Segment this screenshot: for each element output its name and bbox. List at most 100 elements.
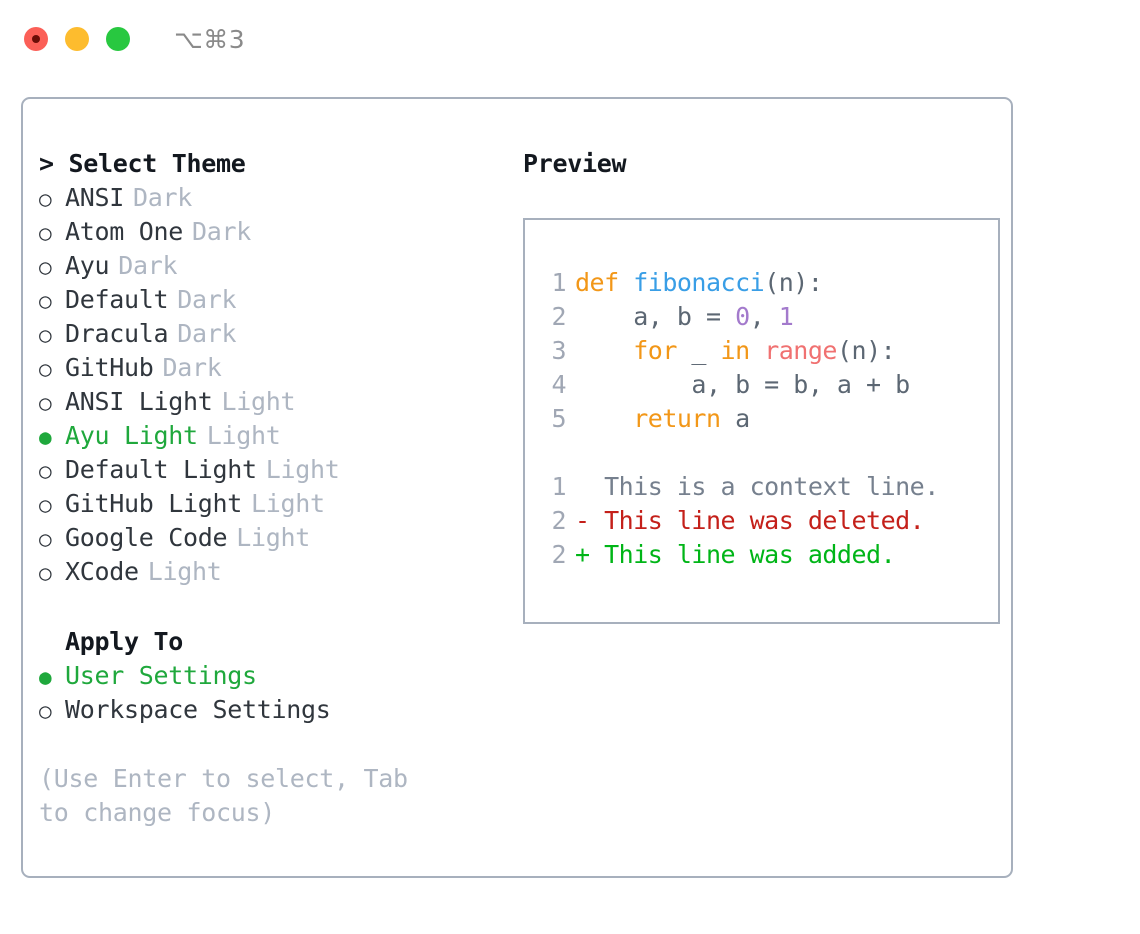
radio-icon: ○ xyxy=(39,187,52,211)
theme-name: Dracula xyxy=(65,319,169,348)
apply-to-label: User Settings xyxy=(65,661,257,690)
theme-option-ansi[interactable]: ○ ANSI Dark xyxy=(39,181,501,215)
radio-icon: ○ xyxy=(39,527,52,551)
list-spacer xyxy=(39,589,501,625)
theme-variant-tag: Dark xyxy=(118,251,178,280)
code-token-number: 1 xyxy=(778,302,794,331)
radio-icon: ○ xyxy=(39,391,52,415)
radio-icon: ○ xyxy=(39,323,52,347)
line-number: 4 xyxy=(551,370,566,399)
code-token-text xyxy=(575,334,633,368)
theme-name: ANSI Light xyxy=(65,387,213,416)
theme-option-github[interactable]: ○ GitHub Dark xyxy=(39,351,501,385)
code-line: 1 def fibonacci (n): xyxy=(543,266,998,300)
code-token-call: range xyxy=(764,336,837,365)
code-token-keyword: for xyxy=(633,336,677,365)
code-token-text: _ xyxy=(676,336,721,365)
theme-option-ansi-light[interactable]: ○ ANSI Light Light xyxy=(39,385,501,419)
code-token-text: , xyxy=(749,302,779,331)
diff-sign: - xyxy=(575,506,605,535)
theme-option-default[interactable]: ○ Default Dark xyxy=(39,283,501,317)
minimize-button[interactable] xyxy=(65,27,89,51)
theme-option-ayu[interactable]: ○ Ayu Dark xyxy=(39,249,501,283)
maximize-button[interactable] xyxy=(106,27,130,51)
code-token-function: fibonacci xyxy=(633,268,765,297)
code-token-keyword: in xyxy=(720,336,751,365)
theme-option-atom-one[interactable]: ○ Atom One Dark xyxy=(39,215,501,249)
code-token-number: 0 xyxy=(735,302,750,331)
apply-to-label: Workspace Settings xyxy=(65,695,331,724)
code-token-keyword: return xyxy=(633,404,721,433)
theme-list-panel: > Select Theme ○ ANSI Dark ○ Atom One Da… xyxy=(39,147,501,876)
apply-to-option-workspace-settings[interactable]: ○ Workspace Settings xyxy=(39,693,501,727)
code-token-text: (n): xyxy=(836,336,896,365)
preview-gap xyxy=(543,436,998,470)
line-number: 2 xyxy=(551,302,566,331)
radio-icon: ○ xyxy=(39,357,52,381)
theme-option-dracula[interactable]: ○ Dracula Dark xyxy=(39,317,501,351)
radio-selected-icon: ● xyxy=(39,665,52,689)
diff-text: This is a context line. xyxy=(604,472,939,501)
theme-variant-tag: Dark xyxy=(177,285,237,314)
theme-variant-tag: Light xyxy=(236,523,311,552)
theme-variant-tag: Light xyxy=(221,387,296,416)
line-number: 3 xyxy=(551,336,566,365)
theme-name: ANSI xyxy=(65,183,125,212)
theme-option-ayu-light[interactable]: ● Ayu Light Light xyxy=(39,419,501,453)
radio-icon: ○ xyxy=(39,699,52,723)
code-line: 3 for _ in range (n): xyxy=(543,334,998,368)
diff-line-context: 1 This is a context line. xyxy=(543,470,998,504)
code-token-text: a, b = xyxy=(575,302,736,331)
radio-icon: ○ xyxy=(39,255,52,279)
theme-name: GitHub Light xyxy=(65,489,243,518)
window-controls xyxy=(24,27,130,51)
line-number: 5 xyxy=(551,404,566,433)
theme-variant-tag: Dark xyxy=(192,217,252,246)
code-token-text: a, b = b, a + b xyxy=(575,370,910,399)
theme-selector-card: > Select Theme ○ ANSI Dark ○ Atom One Da… xyxy=(21,97,1013,878)
diff-text: This line was deleted. xyxy=(604,506,925,535)
code-token-keyword: def xyxy=(575,268,634,297)
theme-name: Default Light xyxy=(65,455,257,484)
theme-variant-tag: Dark xyxy=(162,353,222,382)
code-token-text xyxy=(575,402,633,436)
apply-to-heading: Apply To xyxy=(65,627,184,656)
theme-variant-tag: Light xyxy=(251,489,325,518)
code-preview-box: 1 def fibonacci (n): 2 a, b = 0 , 1 3 xyxy=(523,218,1000,624)
line-number: 2 xyxy=(551,506,566,535)
close-button[interactable] xyxy=(24,27,48,51)
code-token-text: a xyxy=(720,404,750,433)
theme-option-default-light[interactable]: ○ Default Light Light xyxy=(39,453,501,487)
code-line: 2 a, b = 0 , 1 xyxy=(543,300,998,334)
theme-name: Google Code xyxy=(65,523,228,552)
theme-name: XCode xyxy=(65,557,139,586)
diff-line-added: 2 + This line was added. xyxy=(543,538,998,572)
theme-name: Atom One xyxy=(65,217,184,246)
line-number: 2 xyxy=(551,540,566,569)
code-line: 5 return a xyxy=(543,402,998,436)
window-titlebar: ⌥⌘3 xyxy=(0,0,1140,78)
theme-option-xcode[interactable]: ○ XCode Light xyxy=(39,555,501,589)
diff-sign: + xyxy=(575,540,605,569)
theme-variant-tag: Light xyxy=(147,557,222,586)
theme-option-google-code[interactable]: ○ Google Code Light xyxy=(39,521,501,555)
select-theme-heading: > Select Theme xyxy=(39,149,246,178)
radio-icon: ○ xyxy=(39,221,52,245)
keyboard-hint-text: (Use Enter to select, Tab to change focu… xyxy=(39,764,408,827)
diff-sign xyxy=(575,470,604,504)
code-line: 4 a, b = b, a + b xyxy=(543,368,998,402)
theme-variant-tag: Dark xyxy=(133,183,193,212)
radio-selected-icon: ● xyxy=(39,425,52,449)
theme-option-github-light[interactable]: ○ GitHub Light Light xyxy=(39,487,501,521)
diff-text: This line was added. xyxy=(604,540,896,569)
code-token-text: (n): xyxy=(764,268,823,297)
radio-icon: ○ xyxy=(39,289,52,313)
preview-heading: Preview xyxy=(523,149,627,178)
theme-name: Ayu xyxy=(65,251,110,280)
theme-name: Default xyxy=(65,285,169,314)
preview-panel: Preview 1 def fibonacci (n): 2 a, b = 0 … xyxy=(501,147,1011,876)
theme-name: Ayu Light xyxy=(65,421,198,450)
apply-to-option-user-settings[interactable]: ● User Settings xyxy=(39,659,501,693)
theme-variant-tag: Light xyxy=(265,455,340,484)
